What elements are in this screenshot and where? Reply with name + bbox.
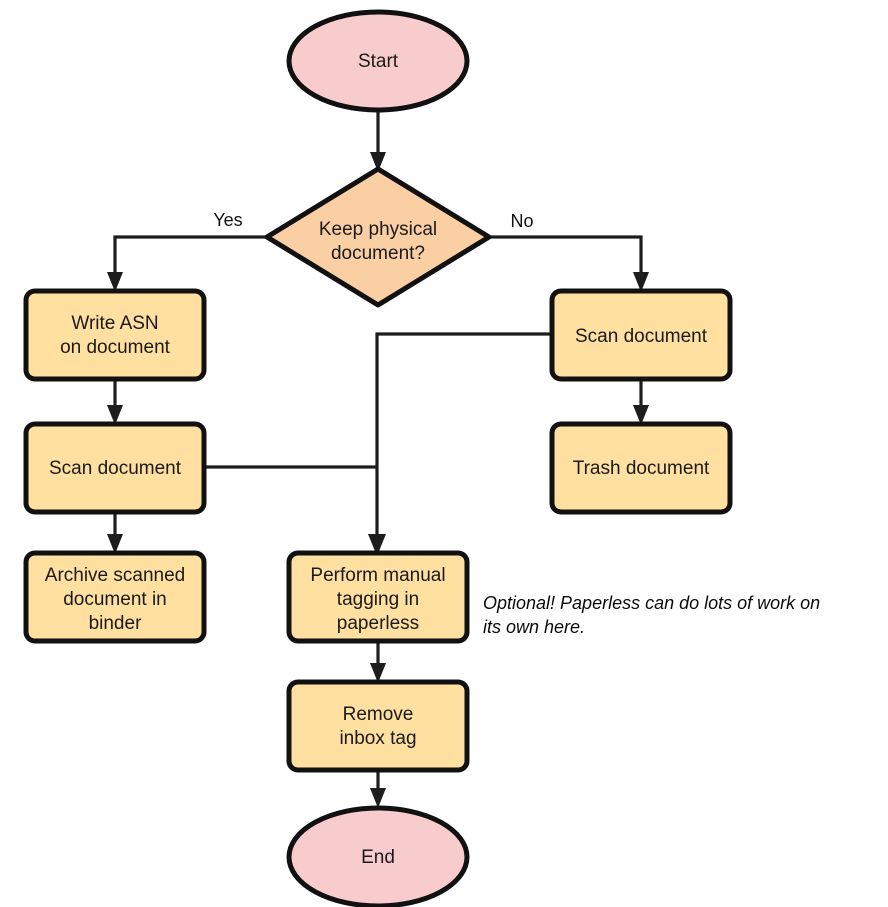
- node-remove-inbox-tag[interactable]: Remove inbox tag: [286, 679, 470, 773]
- start-ellipse-shape: [286, 9, 470, 113]
- node-write-asn-on-document[interactable]: Write ASN on document: [23, 288, 207, 382]
- edge-scan-right-to-manual-tagging: [368, 332, 552, 556]
- node-perform-manual-tagging-in-paperless[interactable]: Perform manual tagging in paperless: [286, 550, 470, 644]
- node-remove-inbox-label-line2: inbox tag: [339, 728, 416, 749]
- node-trash-label: Trash document: [573, 458, 710, 479]
- arrow-head-icon: [633, 405, 649, 425]
- node-decision-keep-physical-document[interactable]: Keep physical document?: [264, 166, 492, 308]
- annotation-optional-note: Optional! Paperless can do lots of work …: [483, 593, 820, 637]
- end-ellipse-shape: [286, 805, 470, 907]
- node-scan-document-left[interactable]: Scan document: [23, 421, 207, 515]
- connector-layer: [107, 110, 649, 808]
- edge-line: [489, 235, 643, 282]
- edge-label-yes: Yes: [213, 210, 242, 230]
- node-scan-left-label: Scan document: [49, 458, 182, 479]
- node-write-asn-label-line2: on document: [60, 337, 171, 358]
- arrow-head-icon: [107, 405, 123, 425]
- arrow-head-icon: [107, 534, 123, 554]
- node-manual-tagging-label-line1: Perform manual: [310, 565, 445, 586]
- edge-scan-right-to-trash: [633, 379, 649, 425]
- annotation-line2: its own here.: [483, 617, 585, 637]
- arrow-head-icon: [368, 534, 386, 556]
- node-decision-label-line2: document?: [331, 243, 425, 264]
- node-archive-label-line3: binder: [89, 613, 142, 634]
- decision-diamond-shape: [264, 166, 492, 308]
- node-archive-label-line1: Archive scanned: [45, 565, 185, 586]
- node-archive-scanned-document-in-binder[interactable]: Archive scanned document in binder: [23, 550, 207, 644]
- node-start[interactable]: Start: [286, 9, 470, 113]
- node-manual-tagging-label-line2: tagging in: [337, 589, 419, 610]
- node-manual-tagging-label-line3: paperless: [337, 613, 419, 634]
- edge-write-asn-to-scan-left: [107, 379, 123, 425]
- arrow-head-icon: [107, 272, 123, 292]
- edge-scan-left-to-archive: [107, 512, 123, 554]
- process-box-shape: [549, 421, 733, 515]
- edge-line: [375, 332, 552, 544]
- arrow-head-icon: [370, 152, 386, 172]
- process-box-shape: [23, 550, 207, 644]
- edge-label-no: No: [510, 211, 533, 231]
- node-write-asn-label-line1: Write ASN: [71, 313, 158, 334]
- node-remove-inbox-label-line1: Remove: [343, 704, 414, 725]
- process-box-shape: [286, 679, 470, 773]
- node-scan-document-right[interactable]: Scan document: [549, 288, 733, 382]
- node-archive-label-line2: document in: [63, 589, 167, 610]
- process-box-shape: [286, 550, 470, 644]
- node-trash-document[interactable]: Trash document: [549, 421, 733, 515]
- annotation-line1: Optional! Paperless can do lots of work …: [483, 593, 820, 613]
- process-box-shape: [23, 288, 207, 382]
- arrow-head-icon: [633, 272, 649, 292]
- edge-manual-tagging-to-remove-inbox: [370, 641, 386, 683]
- edge-line: [113, 235, 267, 282]
- arrow-head-icon: [370, 663, 386, 683]
- process-box-shape: [23, 421, 207, 515]
- arrow-head-icon: [370, 788, 386, 808]
- node-end-label: End: [361, 847, 395, 868]
- node-start-label: Start: [358, 51, 399, 72]
- node-decision-label-line1: Keep physical: [319, 219, 437, 240]
- node-scan-right-label: Scan document: [575, 326, 708, 347]
- edge-start-to-decision: [370, 110, 386, 172]
- process-box-shape: [549, 288, 733, 382]
- edge-decision-to-scan-right: [489, 235, 649, 292]
- edge-remove-inbox-to-end: [370, 770, 386, 808]
- node-end[interactable]: End: [286, 805, 470, 907]
- edge-decision-to-write-asn: [107, 235, 267, 292]
